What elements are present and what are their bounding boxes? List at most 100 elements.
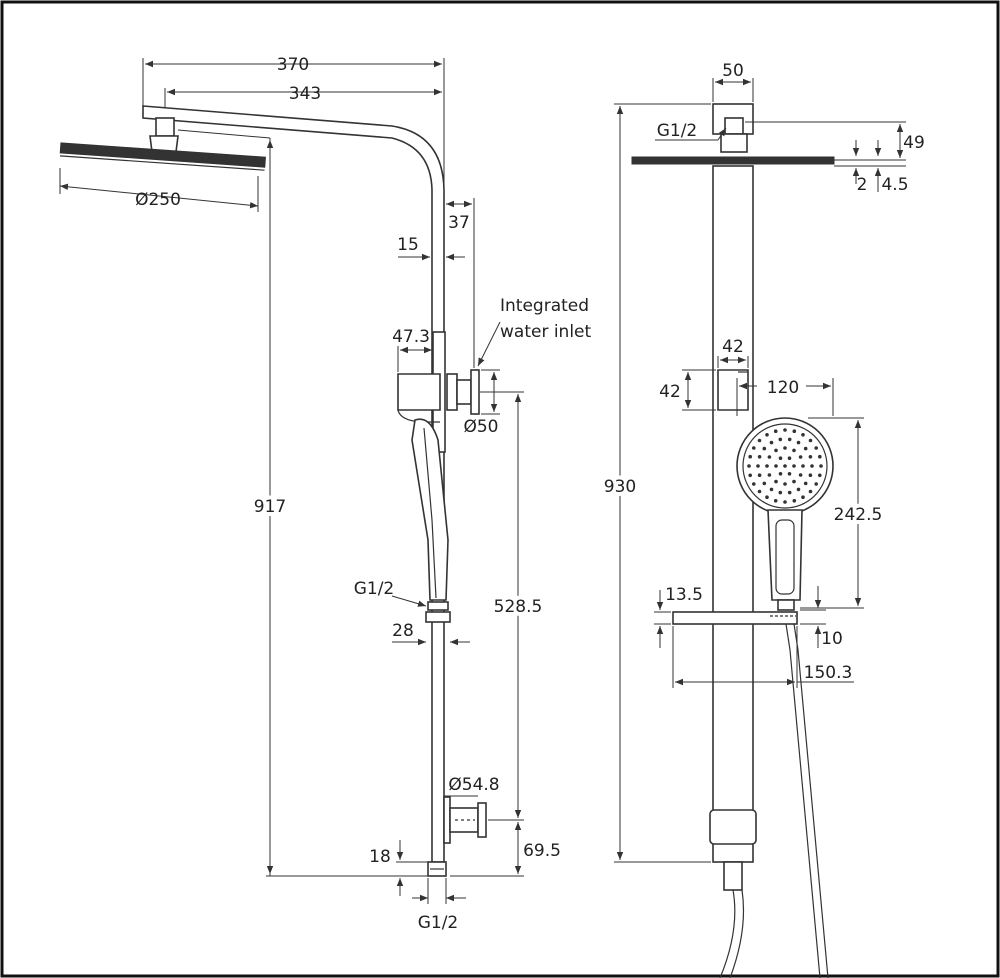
spray-nozzle-dot [814,482,818,486]
spray-nozzle-dot [762,446,767,451]
hand-shower-side [411,418,449,601]
spray-nozzle-dot [808,438,813,443]
soap-shelf [672,611,798,625]
side-view: 370 343 Ø250 37 15 917 47.3 Integrated w… [59,55,592,933]
spray-nozzle-dot [783,464,787,468]
front-bottom-connector [723,861,743,891]
spray-nozzle-dot [803,446,808,451]
spray-nozzle-dot [778,456,783,461]
spray-nozzle-dot [765,433,769,437]
dim-69-5: 69.5 [523,841,561,861]
spray-nozzle-dot [752,482,756,486]
spray-nozzle-dot [787,437,792,442]
spray-nozzle-dot [767,455,772,459]
dim-10: 10 [821,629,843,649]
label-head-thread: G1/2 [657,121,698,141]
spray-nozzle-dot [748,473,752,478]
spray-nozzle-dot [783,446,787,450]
spray-nozzle-dot [783,428,787,432]
dim-28: 28 [392,621,414,641]
spray-nozzle-dot [752,446,756,450]
inlet-label-line1: Integrated [500,296,589,316]
spray-nozzle-dot [774,479,778,484]
spray-nozzle-dot [769,440,774,445]
dim-370: 370 [277,55,309,75]
spray-nozzle-dot [773,429,778,434]
dim-49: 49 [903,133,925,153]
dim-4-5: 4.5 [881,175,908,195]
inlet-label-line2: water inlet [500,322,592,342]
spray-nozzle-dot [762,481,767,486]
dim-343: 343 [289,84,321,104]
dim-917: 917 [254,497,286,517]
dim-15: 15 [397,235,419,255]
riser-rail [712,165,754,863]
spray-nozzle-dot [810,464,814,468]
spray-nozzle-dot [769,487,774,492]
spray-nozzle-dot [796,440,801,445]
spray-nozzle-dot [798,455,803,459]
spray-nozzle-dot [808,489,813,494]
shower-hose [719,889,736,978]
dim-42-width: 42 [722,337,744,357]
dim-930: 930 [604,477,636,497]
spray-nozzle-dot [778,472,783,476]
spray-nozzle-dot [773,499,778,503]
spray-nozzle-dot [757,455,762,459]
dim-50: 50 [722,61,744,81]
dim-528-5: 528.5 [494,597,543,617]
inlet-nut [446,373,458,411]
dim-18: 18 [369,847,391,867]
dim-13-5: 13.5 [665,585,703,605]
hose-connector [427,601,449,611]
lower-bracket [443,796,451,844]
dim-head-diameter: Ø250 [135,190,181,210]
spray-nozzle-dot [818,454,822,459]
spray-nozzles [747,428,823,504]
shower-hose-2 [785,623,821,978]
spray-nozzle-dot [765,464,769,468]
hand-shower-handle [767,509,803,601]
shower-arm [142,105,445,863]
spray-nozzle-dot [765,495,769,500]
dim-242-5: 242.5 [834,505,883,525]
spray-nozzle-dot [787,490,792,495]
spray-nozzle-dot [748,454,752,459]
spray-nozzle-dot [756,464,760,468]
shower-head-front [631,156,835,165]
spray-nozzle-dot [798,473,803,477]
front-head-connector [724,117,744,135]
dim-bracket-diameter: Ø54.8 [448,775,499,795]
head-connector [155,117,175,137]
spray-nozzle-dot [819,464,823,468]
inlet-block [397,373,441,411]
spray-nozzle-dot [792,479,796,484]
dim-47-3: 47.3 [392,327,430,347]
spray-nozzle-dot [757,473,762,478]
spray-nozzle-dot [783,500,787,504]
dim-42-height: 42 [659,382,681,402]
spray-nozzle-dot [792,448,796,453]
spray-nozzle-dot [818,473,822,478]
spray-nozzle-dot [757,489,762,494]
hand-shower-holder [717,369,749,411]
spray-nozzle-dot [803,481,808,486]
spray-nozzle-dot [801,464,805,468]
front-view: 50 G1/2 49 2 4.5 42 42 120 930 242.5 13.… [600,61,925,978]
spray-nozzle-dot [814,446,818,450]
spray-nozzle-dot [774,464,778,468]
dim-37: 37 [448,213,470,233]
dim-150-3: 150.3 [804,663,853,683]
spray-nozzle-dot [787,472,792,476]
dim-2: 2 [857,175,868,195]
spray-nozzle-dot [778,490,783,495]
front-lower-bracket [709,809,757,845]
spray-nozzle-dot [808,455,813,459]
dim-120: 120 [767,378,799,398]
spray-nozzle-dot [792,499,797,503]
label-hose-thread: G1/2 [354,579,395,599]
spray-nozzle-dot [778,437,783,442]
label-bottom-thread: G1/2 [418,913,459,933]
spray-nozzle-dot [774,448,778,453]
